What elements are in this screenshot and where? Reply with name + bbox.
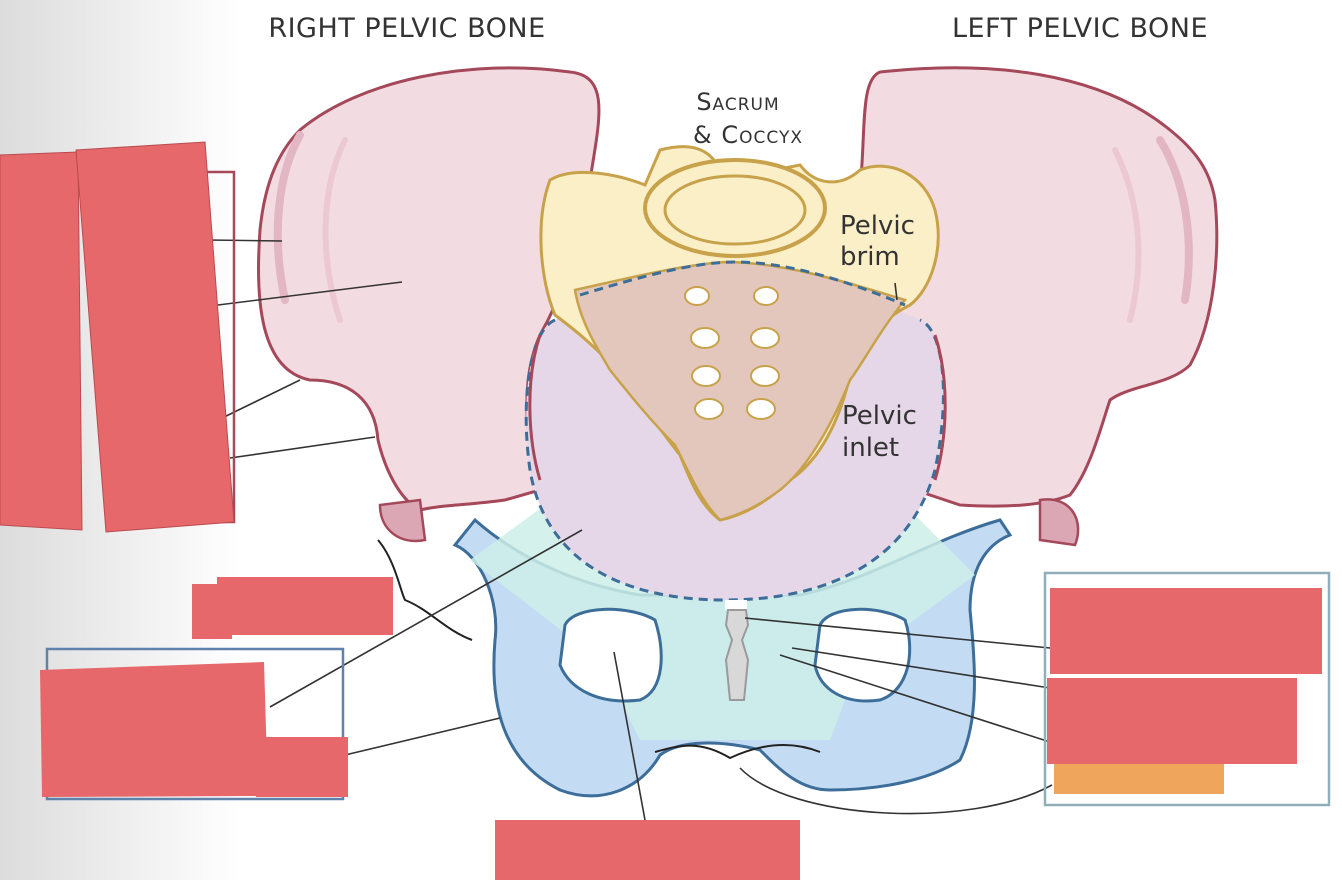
sacral-brim-line (579, 260, 906, 307)
sacral-foramina (684, 286, 780, 420)
label-sacrum: Sacrum (696, 88, 779, 116)
right-iliac-crest-highlight (273, 131, 304, 304)
right-acetabulum-rim (378, 498, 427, 543)
pelvic-brim-line (524, 318, 945, 602)
symphysis-label-frame (1043, 571, 1331, 807)
label-coccyx: & Coccyx (693, 121, 803, 149)
mask-pubic-arch (1054, 764, 1224, 794)
right-ilium (257, 66, 601, 512)
sacrum-body (573, 260, 908, 522)
right-obturator-foramen (558, 607, 663, 703)
right-arcuate-line (528, 334, 542, 481)
mask-ilium-b (75, 141, 235, 533)
heading-left-pelvic-bone: LEFT PELVIC BONE (952, 13, 1208, 44)
mask-pubis-a (40, 662, 268, 797)
heading-right-pelvic-bone: RIGHT PELVIC BONE (268, 13, 545, 44)
left-iliac-fossa-shade (1112, 147, 1142, 323)
left-obturator-foramen (813, 607, 912, 703)
mask-symphysis-a (1050, 588, 1322, 674)
label-masks (0, 141, 1322, 880)
mask-symphysis-b (1047, 678, 1297, 764)
sacral-promontory-inner (663, 174, 807, 246)
left-arcuate-line (933, 334, 947, 481)
symphysis-gap (725, 600, 747, 610)
mask-ischium-b (217, 577, 393, 635)
leader-lines (207, 239, 1053, 821)
label-pelvic-inlet-1: Pelvic (842, 401, 917, 431)
label-pelvic-inlet-2: inlet (842, 433, 899, 463)
mask-ilium-a (0, 151, 83, 531)
pubic-arch-brace (654, 743, 821, 760)
label-pelvic-brim-1: Pelvic (840, 211, 915, 241)
label-pelvic-brim-2: brim (840, 242, 900, 272)
pubic-symphysis (724, 609, 750, 701)
right-iliac-fossa-shade (322, 137, 348, 323)
right-ischium-brace (377, 539, 473, 641)
left-iliac-crest-highlight (1156, 136, 1193, 304)
mask-obturator (495, 820, 800, 880)
left-acetabulum-rim (1038, 498, 1080, 547)
mask-pubis-b (256, 737, 348, 797)
